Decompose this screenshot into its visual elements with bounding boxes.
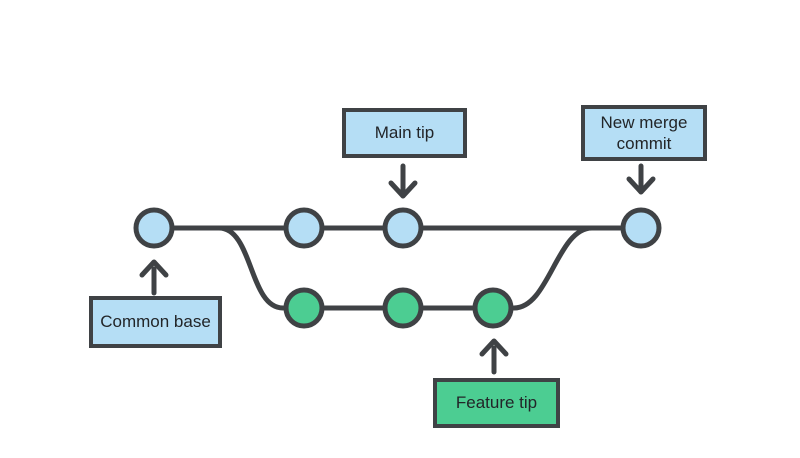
callout-common-base: Common base [89, 296, 222, 348]
commit-main-tip [382, 207, 424, 249]
callout-main-tip: Main tip [342, 108, 467, 158]
commit-feature-2 [382, 287, 424, 329]
commit-layer [133, 207, 662, 329]
new-merge-arrow-down-icon [626, 163, 656, 195]
feature-branch-line [216, 225, 625, 311]
new-merge-commit-label: New merge commit [600, 112, 688, 153]
callout-new-merge-commit: New merge commit [581, 105, 707, 161]
commit-merge-commit [620, 207, 662, 249]
commit-main-2 [283, 207, 325, 249]
common-base-arrow-up-icon [139, 259, 169, 296]
common-base-label: Common base [100, 312, 211, 332]
feature-tip-label: Feature tip [455, 393, 538, 413]
main-tip-arrow-down-icon [388, 163, 418, 199]
commit-feature-tip [472, 287, 514, 329]
commit-feature-1 [283, 287, 325, 329]
commit-common-base [133, 207, 175, 249]
main-tip-label: Main tip [374, 123, 435, 143]
callout-feature-tip: Feature tip [433, 378, 560, 428]
feature-tip-arrow-up-icon [479, 338, 509, 375]
